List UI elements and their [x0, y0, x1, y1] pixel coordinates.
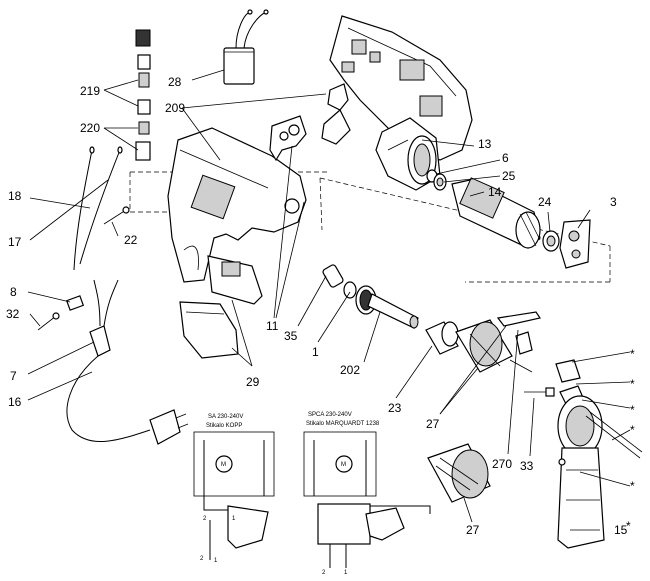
pin-1a: 1 — [232, 516, 236, 522]
drill-chuck-27 — [455, 311, 541, 373]
pin-2c: 2 — [322, 570, 326, 576]
screw-22 — [103, 206, 130, 225]
housing-half-209 — [167, 127, 307, 283]
pin-2a: 2 — [203, 516, 207, 522]
bearing-24 — [542, 230, 560, 252]
callout-15: 15 — [614, 523, 628, 537]
callout-13: 13 — [478, 137, 492, 151]
callout-11: 11 — [266, 319, 279, 333]
callout-22: 22 — [124, 233, 138, 247]
pin-2b: 2 — [200, 556, 204, 562]
callout-220: 220 — [80, 121, 100, 135]
callout-14: 14 — [488, 185, 502, 199]
carbon-brush-holder-28 — [223, 9, 269, 85]
callout-219: 219 — [80, 84, 100, 98]
callout-270: 270 — [492, 457, 512, 471]
asterisk-marker: * — [630, 377, 635, 391]
callout-27-upper: 27 — [426, 417, 440, 431]
asterisk-marker: * — [630, 423, 635, 437]
callout-35: 35 — [284, 329, 298, 343]
callout-32: 32 — [6, 307, 20, 321]
schematic-left-title: SA 230-240V — [208, 414, 243, 420]
callout-23: 23 — [388, 401, 402, 415]
gear-shaft-1-35-202 — [322, 264, 419, 329]
auxiliary-handle-15 — [555, 359, 643, 549]
pin-1c: 1 — [344, 570, 348, 576]
schematic-marquardt: SPCA 230-240V Stikalo MARQUARDT 1238 M 2… — [303, 412, 431, 576]
leader-lines — [27, 69, 631, 523]
asterisk-markers: * * * * * * — [626, 347, 635, 533]
cord-clamp-8-screw-32 — [37, 295, 85, 331]
asterisk-marker: * — [630, 479, 635, 493]
callout-33: 33 — [520, 459, 534, 473]
schematic-left-subtitle: Stikalo KOPP — [206, 423, 242, 429]
pin-1b: 1 — [214, 558, 218, 564]
asterisk-marker: * — [630, 403, 635, 417]
schematic-right-subtitle: Stikalo MARQUARDT 1238 — [306, 421, 380, 427]
stator-13 — [375, 117, 441, 191]
motor-symbol-right: M — [341, 462, 346, 468]
callout-8: 8 — [10, 285, 17, 299]
callout-1: 1 — [312, 345, 319, 359]
carbon-brushes-219-220 — [135, 29, 151, 161]
callout-202: 202 — [340, 363, 360, 377]
motor-symbol-left: M — [221, 462, 226, 468]
washer-6-bearing-25 — [426, 169, 447, 191]
wires-17-18 — [73, 146, 123, 271]
callout-16: 16 — [8, 395, 22, 409]
callout-209: 209 — [165, 101, 185, 115]
callout-28: 28 — [168, 75, 182, 89]
callout-27-lower: 27 — [466, 523, 480, 537]
sleeve-23 — [425, 321, 459, 355]
armature-14 — [451, 177, 541, 249]
callout-18: 18 — [8, 189, 22, 203]
schematic-right-title: SPCA 230-240V — [308, 412, 352, 418]
callout-17: 17 — [8, 235, 22, 249]
keyless-chuck-27 — [427, 443, 491, 503]
callout-29: 29 — [246, 375, 260, 389]
bracket-3 — [559, 219, 591, 269]
schematic-kopp: SA 230-240V Stikalo KOPP M 2 1 2 1 — [193, 414, 275, 564]
callout-labels: 3 6 13 14 24 25 28 209 219 220 18 17 22 … — [6, 75, 628, 537]
switch-lock-11 — [269, 115, 307, 162]
callout-7: 7 — [10, 369, 17, 383]
housing-half-top — [321, 15, 473, 161]
callout-3: 3 — [610, 195, 617, 209]
callout-6: 6 — [502, 151, 509, 165]
switch-29 — [179, 255, 263, 359]
depth-stop-screw-33 — [524, 387, 555, 397]
callout-25: 25 — [502, 169, 516, 183]
power-cord-7-16 — [66, 279, 189, 445]
asterisk-marker: * — [630, 347, 635, 361]
callout-24: 24 — [538, 195, 552, 209]
asterisk-marker: * — [626, 519, 631, 533]
